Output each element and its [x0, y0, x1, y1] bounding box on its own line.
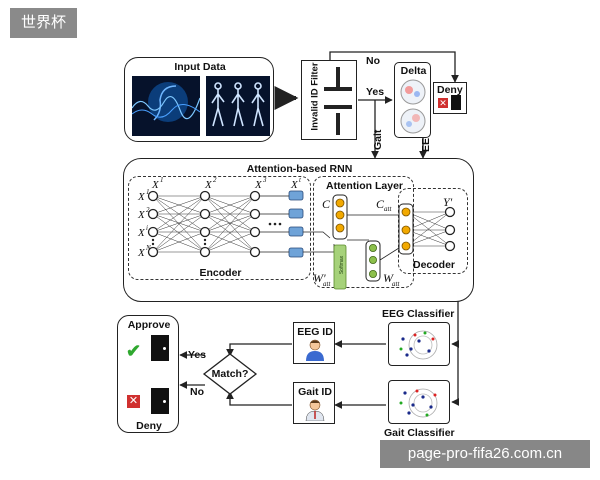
svg-text:W': W' — [313, 271, 326, 285]
svg-text:1: 1 — [160, 176, 164, 184]
input-data-box: Input Data — [124, 57, 274, 142]
svg-text:X: X — [204, 179, 213, 191]
approve-door-icon — [151, 335, 169, 361]
attention-layer-label: Attention Layer — [325, 180, 403, 192]
gait-classifier-label: Gait Classifier — [384, 427, 455, 439]
svg-text:2: 2 — [146, 206, 150, 214]
rnn-title: Attention-based RNN — [246, 163, 353, 175]
encoder-box: Encoder — [128, 176, 311, 280]
encoder-label: Encoder — [199, 267, 242, 279]
match-yes-label: Yes — [188, 349, 207, 361]
gait-id-person-icon — [305, 399, 325, 421]
svg-text:3: 3 — [262, 176, 267, 184]
svg-text:att: att — [323, 280, 331, 288]
brain-eeg-image — [132, 76, 200, 136]
softmax-label: Softmax — [339, 255, 345, 275]
filter-symbol — [324, 67, 352, 135]
eeg-classifier-label: EEG Classifier — [382, 308, 455, 320]
watermark-url: page-pro-fifa26.com.cn — [380, 440, 590, 468]
deny-cross-icon: ✕ — [127, 395, 140, 408]
input-data-title: Input Data — [174, 61, 226, 73]
deny-door-icon — [151, 388, 169, 414]
match-label: Match? — [211, 368, 249, 380]
gait-scatter-icon — [399, 388, 438, 418]
svg-text:C: C — [376, 197, 385, 211]
svg-text:N: N — [145, 244, 151, 252]
deny-top-label: Deny — [437, 84, 463, 96]
svg-text:X: X — [151, 179, 160, 191]
deny-label: Deny — [136, 420, 162, 432]
svg-text:t: t — [299, 176, 302, 184]
deny-top-box: Deny ✕ — [433, 82, 467, 114]
eeg-id-person-icon — [306, 339, 324, 361]
gait-id-box: Gait ID — [293, 382, 335, 424]
invalid-id-filter-box: Invalid ID Filter — [301, 60, 357, 140]
eeg-scatter-icon — [399, 330, 438, 360]
svg-text:2: 2 — [213, 176, 217, 184]
svg-text:X: X — [254, 179, 263, 191]
delta-label: Delta — [400, 65, 427, 77]
decoder-label: Decoder — [412, 259, 455, 271]
filter-no-label: No — [366, 55, 380, 67]
gait-classifier-box — [388, 380, 450, 424]
deny-top-door-icon — [451, 95, 461, 110]
svg-text:X: X — [137, 209, 146, 221]
svg-text:X: X — [137, 191, 146, 203]
delta-box: Delta — [394, 62, 431, 138]
match-no-label: No — [190, 386, 204, 398]
eeg-id-to-match — [226, 343, 292, 357]
no-path-arrow — [329, 51, 459, 83]
gait-id-label: Gait ID — [298, 386, 332, 398]
svg-text:i: i — [146, 224, 148, 232]
svg-text:Y': Y' — [443, 195, 453, 209]
filter-yes-label: Yes — [366, 86, 385, 98]
match-diamond — [202, 353, 258, 395]
svg-text:W: W — [383, 271, 394, 285]
svg-text:X: X — [137, 227, 146, 239]
svg-text:X: X — [137, 247, 146, 259]
svg-text:att: att — [384, 205, 392, 213]
gait-id-to-match — [226, 391, 292, 406]
gait-skeleton-image — [206, 76, 270, 136]
svg-text:att: att — [392, 280, 400, 288]
watermark-tag: 世界杯 — [10, 8, 77, 38]
eeg-classifier-box — [388, 322, 450, 366]
svg-text:1: 1 — [146, 188, 150, 196]
approve-label: Approve — [127, 319, 171, 331]
approve-check-icon: ✔ — [126, 341, 142, 361]
svg-text:C: C — [322, 197, 331, 211]
rnn-to-gait-classifier — [451, 344, 460, 406]
svg-text:X: X — [290, 179, 299, 191]
deny-top-cross-icon: ✕ — [438, 98, 448, 108]
eeg-id-label: EEG ID — [297, 326, 333, 338]
outcome-box: Approve ✔ ✕ Deny — [117, 315, 179, 433]
delta-brain-maps — [400, 79, 426, 134]
eeg-id-box: EEG ID — [293, 322, 335, 364]
